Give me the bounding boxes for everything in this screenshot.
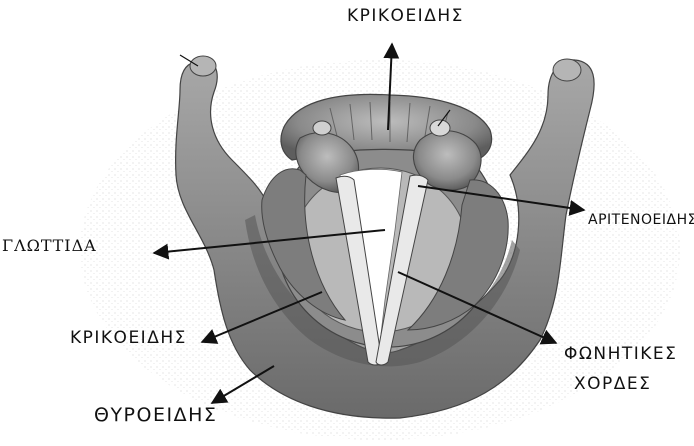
left-arytenoid-knob xyxy=(313,121,331,135)
label-arytenoid: ΑΡΙΤΕΝΟΕΙΔΗΣ xyxy=(588,212,694,228)
left-thyroid-horn-tip xyxy=(190,56,216,76)
label-top-cricoid: ΚΡΙΚΟΕΙΔΗΣ xyxy=(347,6,464,26)
label-thyroid: ΘΥΡΟΕΙΔΗΣ xyxy=(94,404,217,426)
label-glottis: ΓΛΩΤΤΙΔΑ xyxy=(2,236,97,255)
label-vocal-cords-line1: ΦΩΝΗΤΙΚΕΣ xyxy=(564,344,677,364)
right-thyroid-horn-tip xyxy=(553,59,581,81)
label-left-cricoid: ΚΡΙΚΟΕΙΔΗΣ xyxy=(70,328,187,348)
label-vocal-cords-line2: ΧΟΡΔΕΣ xyxy=(574,374,651,394)
